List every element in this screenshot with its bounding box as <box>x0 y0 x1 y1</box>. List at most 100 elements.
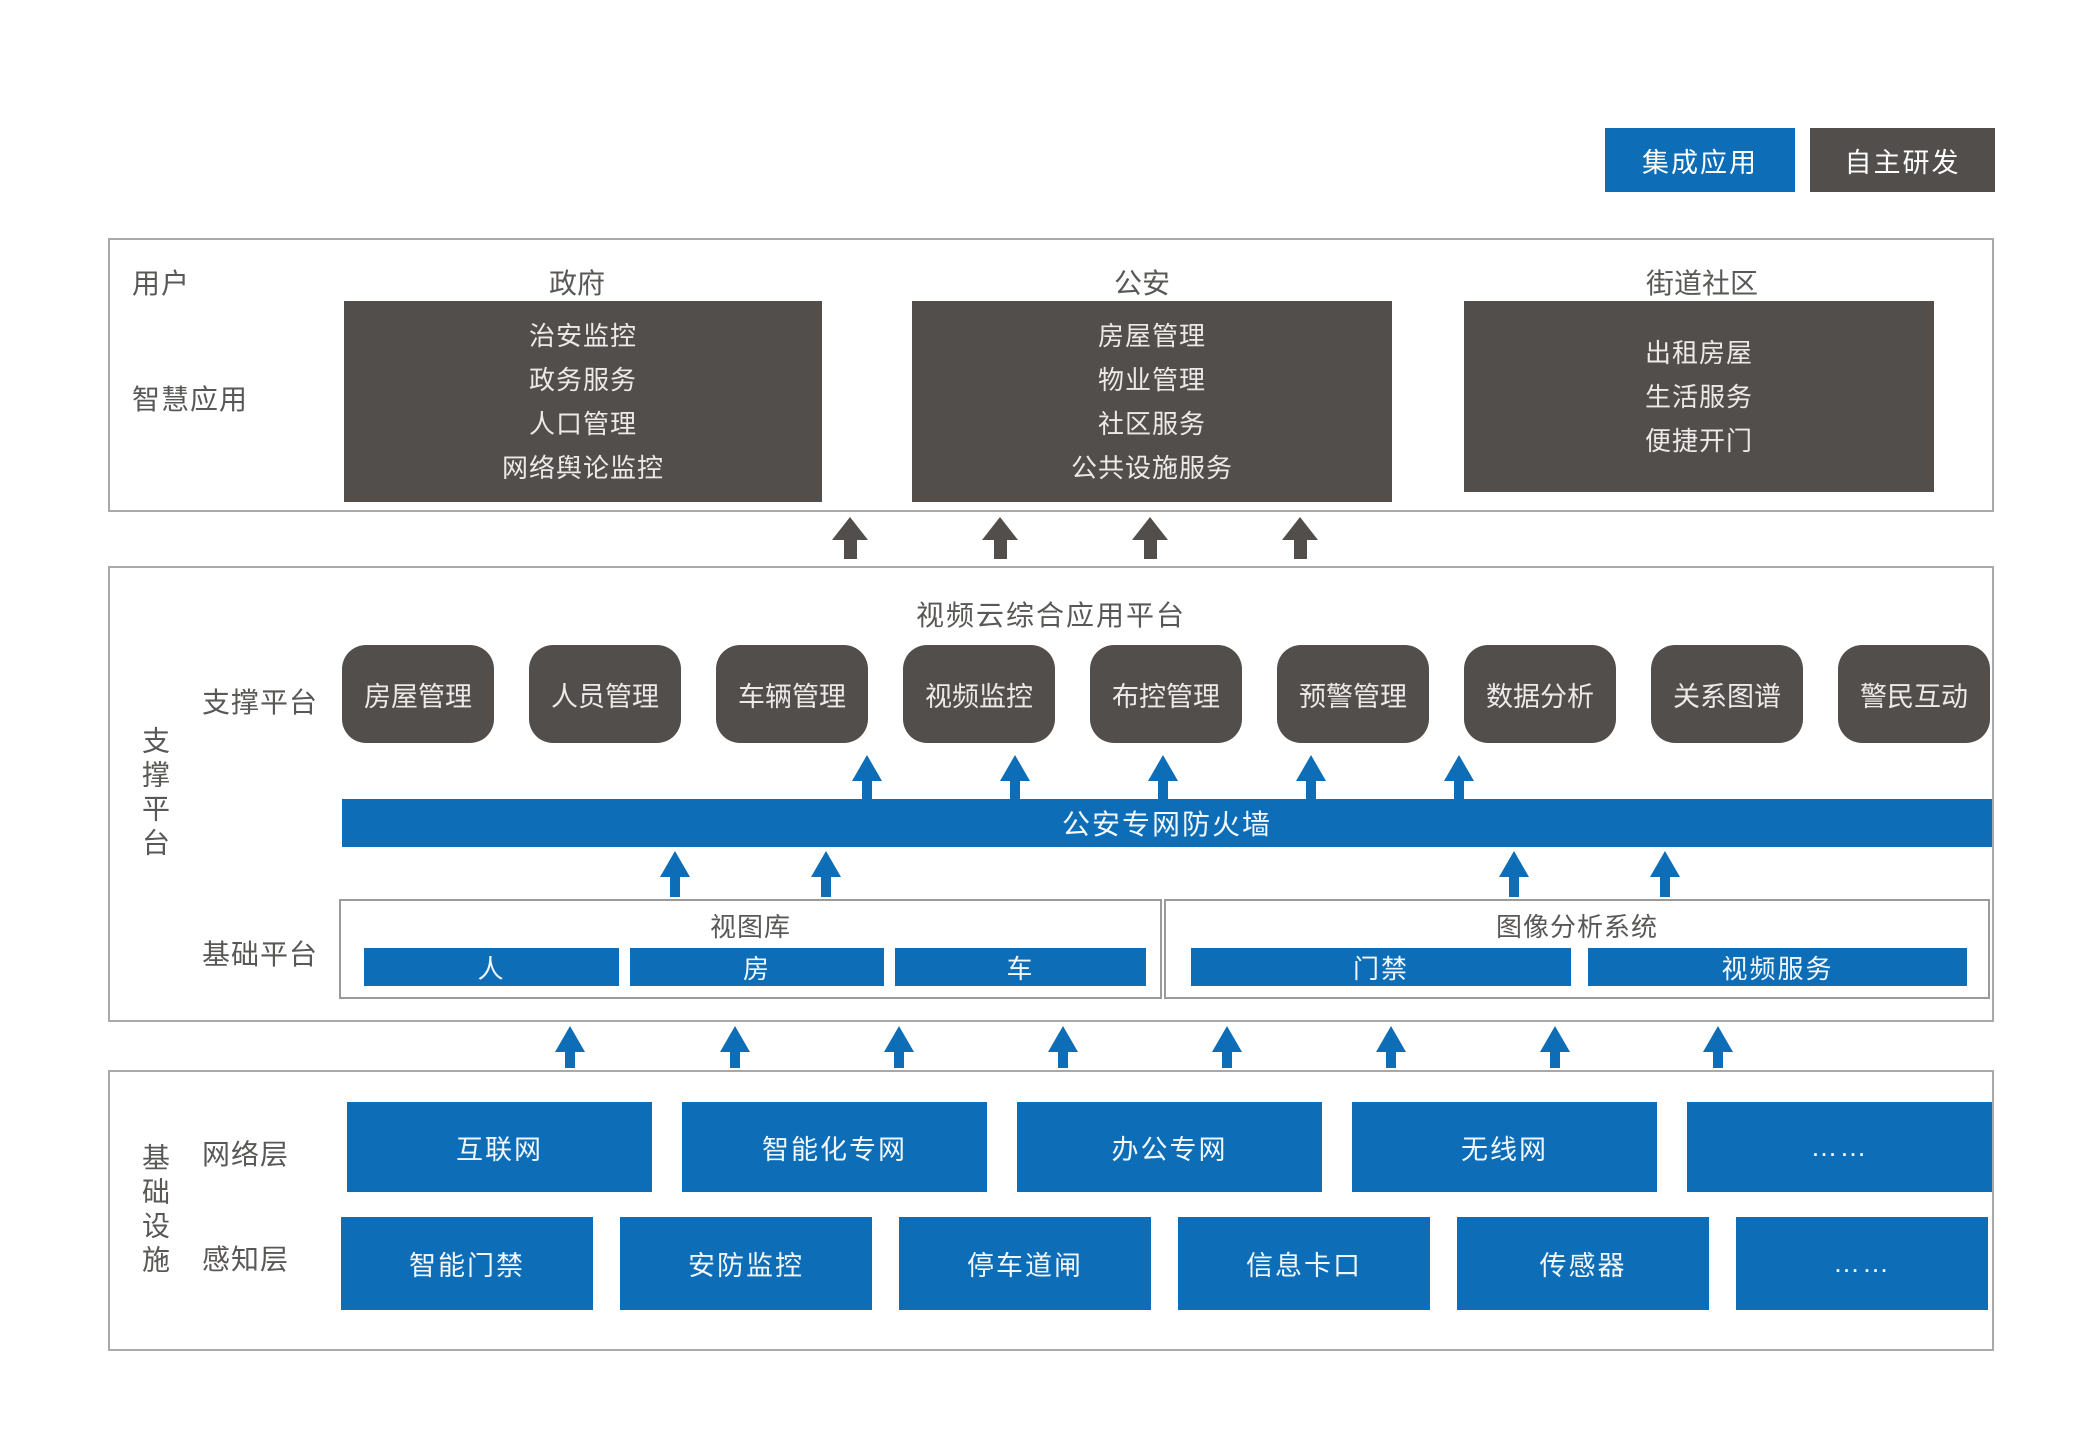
arrow-head <box>1282 517 1318 540</box>
smart-app-row-label: 智慧应用 <box>132 384 249 415</box>
up-arrow <box>660 851 690 897</box>
arrow-head <box>1540 1026 1570 1052</box>
support-box-early-warning: 预警管理 <box>1277 645 1429 743</box>
police-network-firewall-bar: 公安专网防火墙 <box>342 799 1992 847</box>
support-box-police-citizen: 警民互动 <box>1838 645 1990 743</box>
sense-box-smart-access: 智能门禁 <box>341 1217 593 1310</box>
arrow-head <box>1048 1026 1078 1052</box>
column-header-government: 政府 <box>548 268 606 299</box>
legend-integrated-app: 集成应用 <box>1605 128 1795 192</box>
arrow-head <box>1650 851 1680 877</box>
support-box-data-analysis: 数据分析 <box>1464 645 1616 743</box>
sense-box-security-monitor: 安防监控 <box>620 1217 872 1310</box>
base-bar-person: 人 <box>364 948 619 986</box>
arrow-stem <box>1660 877 1670 897</box>
arrow-head <box>811 851 841 877</box>
up-arrow <box>1282 517 1318 559</box>
arrow-stem <box>821 877 831 897</box>
up-arrow <box>1376 1026 1406 1068</box>
arrow-head <box>1376 1026 1406 1052</box>
arrow-stem <box>862 781 872 799</box>
arrow-stem <box>1058 1052 1068 1068</box>
arrow-stem <box>565 1052 575 1068</box>
up-arrow <box>1048 1026 1078 1068</box>
support-box-relation-graph: 关系图谱 <box>1651 645 1803 743</box>
police-apps-box: 房屋管理 物业管理 社区服务 公共设施服务 <box>912 301 1392 502</box>
arrow-head <box>1132 517 1168 540</box>
infrastructure-side-label: 基础设施 <box>139 1142 170 1279</box>
up-arrow <box>1148 755 1178 799</box>
arrow-stem <box>1550 1052 1560 1068</box>
app-item: 人口管理 <box>528 408 637 439</box>
network-box-more: …… <box>1687 1102 1992 1192</box>
arrow-head <box>1444 755 1474 781</box>
view-image-library-title: 视图库 <box>709 912 791 942</box>
sense-box-parking-gate: 停车道闸 <box>899 1217 1151 1310</box>
arrow-head <box>852 755 882 781</box>
arrow-stem <box>1222 1052 1232 1068</box>
view-image-library-box: 视图库 人 房 车 <box>339 899 1162 999</box>
base-bar-house: 房 <box>630 948 884 986</box>
arrow-stem <box>1509 877 1519 897</box>
network-box-intelligent-private: 智能化专网 <box>682 1102 987 1192</box>
base-platform-row-label: 基础平台 <box>202 939 319 970</box>
app-item: 房屋管理 <box>1097 320 1206 351</box>
arrow-head <box>660 851 690 877</box>
network-layer-label: 网络层 <box>202 1139 290 1170</box>
image-analysis-system-box: 图像分析系统 门禁 视频服务 <box>1164 899 1990 999</box>
infrastructure-section: 基础设施 网络层 互联网 智能化专网 办公专网 无线网 …… 感知层 智能门禁 … <box>108 1070 1994 1351</box>
sense-box-sensor: 传感器 <box>1457 1217 1709 1310</box>
up-arrow <box>1296 755 1326 799</box>
arrow-stem <box>1386 1052 1396 1068</box>
arrow-stem <box>1158 781 1168 799</box>
legend-self-developed: 自主研发 <box>1810 128 1995 192</box>
base-bar-vehicle: 车 <box>895 948 1146 986</box>
arrow-head <box>1000 755 1030 781</box>
up-arrow <box>1132 517 1168 559</box>
app-item: 政务服务 <box>528 364 637 395</box>
sense-box-info-checkpoint: 信息卡口 <box>1178 1217 1430 1310</box>
support-box-video-surveillance: 视频监控 <box>903 645 1055 743</box>
up-arrow <box>1650 851 1680 897</box>
app-item: 治安监控 <box>528 320 637 351</box>
arrow-stem <box>670 877 680 897</box>
up-arrow <box>884 1026 914 1068</box>
app-item: 社区服务 <box>1097 408 1206 439</box>
up-arrow <box>555 1026 585 1068</box>
arrow-head <box>555 1026 585 1052</box>
arrow-head <box>1499 851 1529 877</box>
arrow-stem <box>894 1052 904 1068</box>
street-community-apps-box: 出租房屋 生活服务 便捷开门 <box>1464 301 1934 492</box>
user-section: 用户 智慧应用 政府 公安 街道社区 治安监控 政务服务 人口管理 网络舆论监控… <box>108 238 1994 512</box>
arrow-stem <box>843 540 857 559</box>
base-bar-access-control: 门禁 <box>1191 948 1571 986</box>
arrow-stem <box>1454 781 1464 799</box>
arrow-stem <box>1010 781 1020 799</box>
up-arrow <box>720 1026 750 1068</box>
arrow-head <box>982 517 1018 540</box>
support-platform-side-label: 支撑平台 <box>139 726 170 862</box>
support-row-label: 支撑平台 <box>202 687 319 718</box>
network-box-wireless: 无线网 <box>1352 1102 1657 1192</box>
up-arrow <box>1703 1026 1733 1068</box>
app-item: 出租房屋 <box>1644 337 1753 368</box>
up-arrow <box>1212 1026 1242 1068</box>
base-bar-video-service: 视频服务 <box>1588 948 1967 986</box>
arrow-head <box>884 1026 914 1052</box>
arrow-stem <box>1143 540 1157 559</box>
up-arrow <box>832 517 868 559</box>
government-apps-box: 治安监控 政务服务 人口管理 网络舆论监控 <box>344 301 822 502</box>
app-item: 公共设施服务 <box>1070 452 1233 483</box>
app-item: 物业管理 <box>1097 364 1206 395</box>
arrow-head <box>1703 1026 1733 1052</box>
column-header-police: 公安 <box>1113 268 1171 299</box>
support-box-personnel: 人员管理 <box>529 645 681 743</box>
network-box-internet: 互联网 <box>347 1102 652 1192</box>
arrow-stem <box>1713 1052 1723 1068</box>
image-analysis-system-title: 图像分析系统 <box>1495 912 1658 942</box>
support-box-vehicle: 车辆管理 <box>716 645 868 743</box>
up-arrow <box>852 755 882 799</box>
network-box-office-private: 办公专网 <box>1017 1102 1322 1192</box>
support-box-control: 布控管理 <box>1090 645 1242 743</box>
